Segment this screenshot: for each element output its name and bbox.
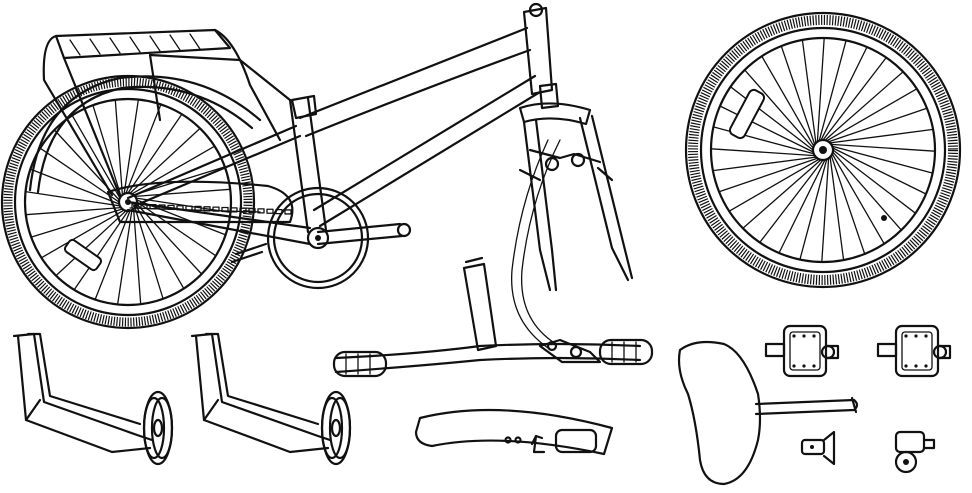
spoke: [25, 206, 122, 216]
chain-link: [149, 204, 157, 210]
chain-link: [266, 208, 274, 214]
chain-link: [248, 207, 256, 214]
chain-link: [131, 203, 139, 209]
spoke: [827, 107, 928, 143]
spoke: [832, 147, 927, 195]
training-wheel-right: [190, 332, 352, 466]
chain-link: [284, 209, 292, 215]
chain-link: [194, 205, 202, 212]
seat-clamp-bolt: [800, 430, 836, 466]
spoke: [831, 145, 934, 174]
spoke: [94, 210, 131, 301]
chain-link: [203, 206, 211, 212]
spoke: [829, 156, 845, 261]
spoke: [824, 71, 904, 141]
spoke: [136, 203, 203, 275]
spoke: [821, 157, 830, 263]
spoke: [829, 128, 934, 144]
spoke: [826, 88, 918, 142]
spoke: [761, 55, 815, 147]
chain-link: [158, 204, 166, 210]
pedal-left: [764, 324, 840, 378]
spoke: [728, 158, 820, 212]
handlebar: [332, 256, 654, 378]
spoke: [780, 45, 816, 146]
bell: [894, 430, 936, 474]
spoke: [40, 209, 125, 259]
spoke: [39, 147, 120, 203]
training-wheel-left: [12, 332, 174, 466]
spoke: [24, 190, 121, 207]
spoke: [116, 209, 133, 306]
spoke: [131, 145, 216, 195]
spoke: [129, 127, 201, 194]
chain-link: [140, 203, 148, 210]
rear-rack: [28, 28, 292, 198]
chain-link: [167, 204, 175, 211]
spoke: [73, 210, 129, 291]
spoke: [759, 159, 824, 244]
spoke: [135, 205, 185, 290]
spoke: [742, 159, 822, 229]
spoke: [801, 39, 817, 144]
spoke: [744, 69, 814, 149]
front-fender: [414, 408, 614, 456]
spoke: [55, 210, 127, 277]
spoke: [123, 98, 140, 195]
spoke: [127, 113, 183, 194]
spoke: [818, 39, 847, 142]
spoke: [830, 154, 866, 255]
chain-link: [176, 205, 184, 211]
pedal-right: [876, 324, 952, 378]
chain-link: [221, 206, 229, 213]
rear-wheel: [0, 74, 256, 330]
spoke: [29, 168, 120, 205]
saddle: [677, 340, 859, 486]
spoke: [132, 208, 142, 305]
spoke: [71, 114, 121, 199]
spoke: [114, 99, 124, 196]
spoke: [832, 149, 917, 214]
spoke: [719, 105, 814, 153]
bicycle-frame: [106, 2, 554, 246]
spoke: [136, 201, 217, 257]
spoke: [778, 159, 826, 254]
spoke: [831, 153, 885, 245]
chain-link: [212, 206, 220, 212]
spoke: [92, 104, 122, 198]
chain-link: [239, 207, 247, 213]
spoke: [822, 56, 887, 141]
chain-link: [230, 207, 238, 213]
spoke: [830, 143, 936, 152]
chain-link: [257, 208, 265, 214]
front-wheel: [684, 11, 962, 289]
spoke: [729, 86, 814, 151]
front-fork: [510, 82, 634, 349]
spoke: [832, 151, 902, 231]
chain-link: [185, 205, 193, 211]
spoke: [134, 188, 231, 198]
spoke: [712, 156, 817, 172]
spoke: [820, 46, 868, 141]
spoke: [816, 37, 825, 143]
spoke: [718, 157, 819, 193]
spoke: [710, 148, 816, 157]
spoke: [30, 208, 124, 238]
crankset: [230, 186, 412, 290]
spoke: [125, 103, 162, 194]
spoke: [799, 158, 828, 261]
